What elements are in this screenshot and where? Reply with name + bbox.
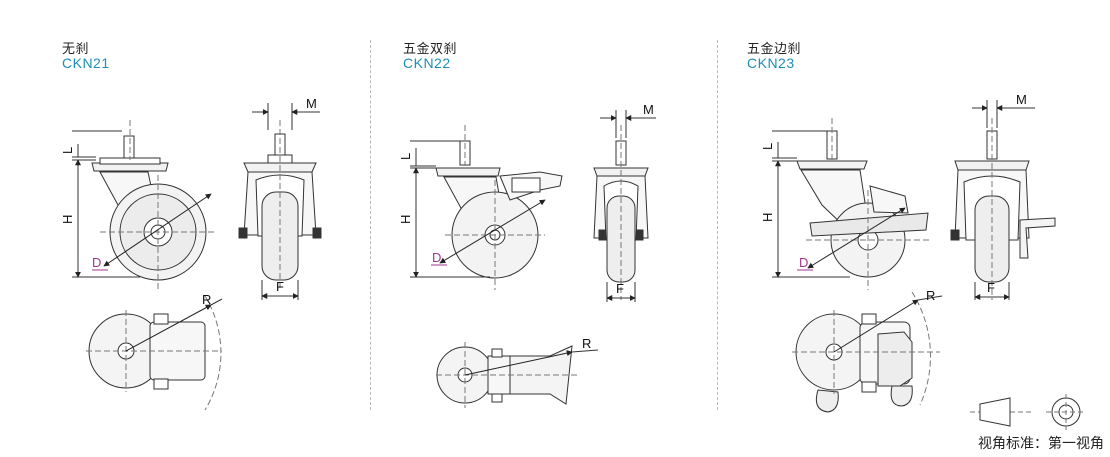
ckn21-dim-m: M [306,96,317,111]
ckn21-dim-d: D [92,255,101,270]
ckn21-dim-r: R [202,292,211,307]
ckn21-side-view [72,120,216,290]
ckn22-dim-f: F [616,281,624,296]
ckn23-dim-r: R [926,288,935,303]
ckn22-side-view [410,125,563,290]
first-angle-projection-symbol [970,394,1086,430]
ckn21-dim-h: H [60,215,75,224]
model-3-code: CKN23 [747,55,795,71]
ckn23-dim-d: D [799,255,808,270]
model-2-code: CKN22 [403,55,451,71]
ckn23-dim-f: F [987,280,995,295]
ckn22-top-view [436,342,599,408]
ckn23-dim-h: H [760,213,775,222]
ckn22-dim-r: R [582,336,591,351]
ckn21-front-view [238,103,322,300]
divider-1 [370,40,371,410]
model-3-name: 五金边刹 [747,41,802,56]
ckn22-front-view [593,110,656,302]
ckn21-dim-f: F [276,279,284,294]
ckn23-dim-l: L [760,143,775,150]
ckn23-top-view [792,291,943,413]
ckn22-dim-h: H [398,215,413,224]
ckn22-dim-l: L [398,153,413,160]
ckn23-dim-m: M [1016,92,1027,107]
ckn22-dim-m: M [643,102,654,117]
model-2-name: 五金双刹 [403,41,458,56]
model-1-name: 无刹 [62,41,90,56]
ckn23-front-view [950,100,1056,300]
ckn23-side-view [772,118,932,290]
ckn21-dim-l: L [60,147,75,154]
ckn22-dim-d: D [432,250,441,265]
model-1-code: CKN21 [62,55,110,71]
divider-2 [717,40,718,410]
projection-standard-label: 视角标准：第一视角 [978,435,1104,451]
ckn21-top-view [86,295,223,411]
